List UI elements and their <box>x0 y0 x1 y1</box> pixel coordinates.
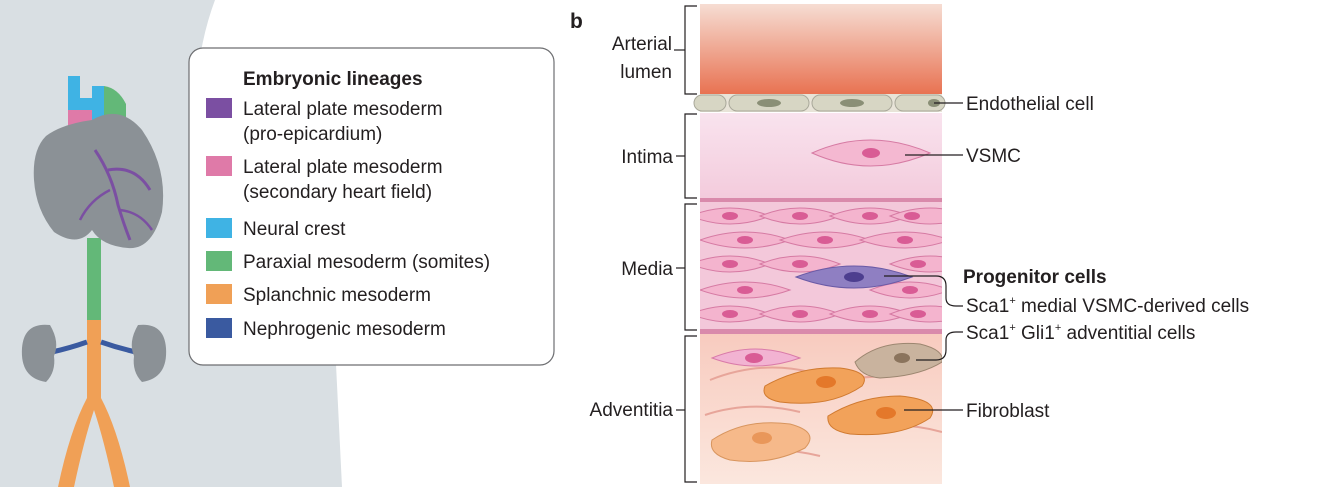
legend-label-paraxial-mesoderm: Paraxial mesoderm (somites) <box>243 252 490 273</box>
legend-swatch-paraxial-mesoderm <box>206 251 232 271</box>
arterial-lumen-label-line1: Arterial <box>612 34 672 55</box>
legend-label-secondary-heart-field-line1: Lateral plate mesoderm <box>243 157 443 178</box>
lineage-legend: Embryonic lineages Lateral plate mesoder… <box>189 48 554 365</box>
endothelial-cell-label: Endothelial cell <box>966 94 1094 115</box>
legend-label-neural-crest: Neural crest <box>243 219 346 240</box>
legend-label-splanchnic-mesoderm: Splanchnic mesoderm <box>243 285 431 306</box>
medial-vsmc-derived-cells-label: Sca1+ medial VSMC-derived cells <box>966 295 1249 317</box>
endothelial-cells <box>694 95 945 111</box>
legend-swatch-secondary-heart-field <box>206 156 232 176</box>
legend-box <box>189 48 554 365</box>
legend-label-nephrogenic-mesoderm: Nephrogenic mesoderm <box>243 319 446 340</box>
layer-brackets <box>674 6 697 482</box>
external-elastic-lamina <box>700 329 942 334</box>
intima-label: Intima <box>621 147 673 168</box>
arterial-lumen-layer <box>700 4 942 96</box>
legend-swatch-neural-crest <box>206 218 232 238</box>
legend-swatch-splanchnic-mesoderm <box>206 284 232 304</box>
adventitia-label: Adventitia <box>590 400 674 421</box>
progenitor-cells-title: Progenitor cells <box>963 267 1107 288</box>
vsmc-label: VSMC <box>966 146 1021 167</box>
legend-label-secondary-heart-field-line2: (secondary heart field) <box>243 182 432 203</box>
panel-b-letter: b <box>570 10 583 33</box>
legend-title: Embryonic lineages <box>243 69 423 90</box>
legend-swatch-pro-epicardium <box>206 98 232 118</box>
adventitial-cells-label: Sca1+ Gli1+ adventitial cells <box>966 322 1195 344</box>
arterial-lumen-label-line2: lumen <box>620 62 672 83</box>
media-label: Media <box>621 259 673 280</box>
legend-label-pro-epicardium-line1: Lateral plate mesoderm <box>243 99 443 120</box>
legend-label-pro-epicardium-line2: (pro-epicardium) <box>243 124 382 145</box>
fibroblast-label: Fibroblast <box>966 401 1050 422</box>
legend-swatch-nephrogenic-mesoderm <box>206 318 232 338</box>
